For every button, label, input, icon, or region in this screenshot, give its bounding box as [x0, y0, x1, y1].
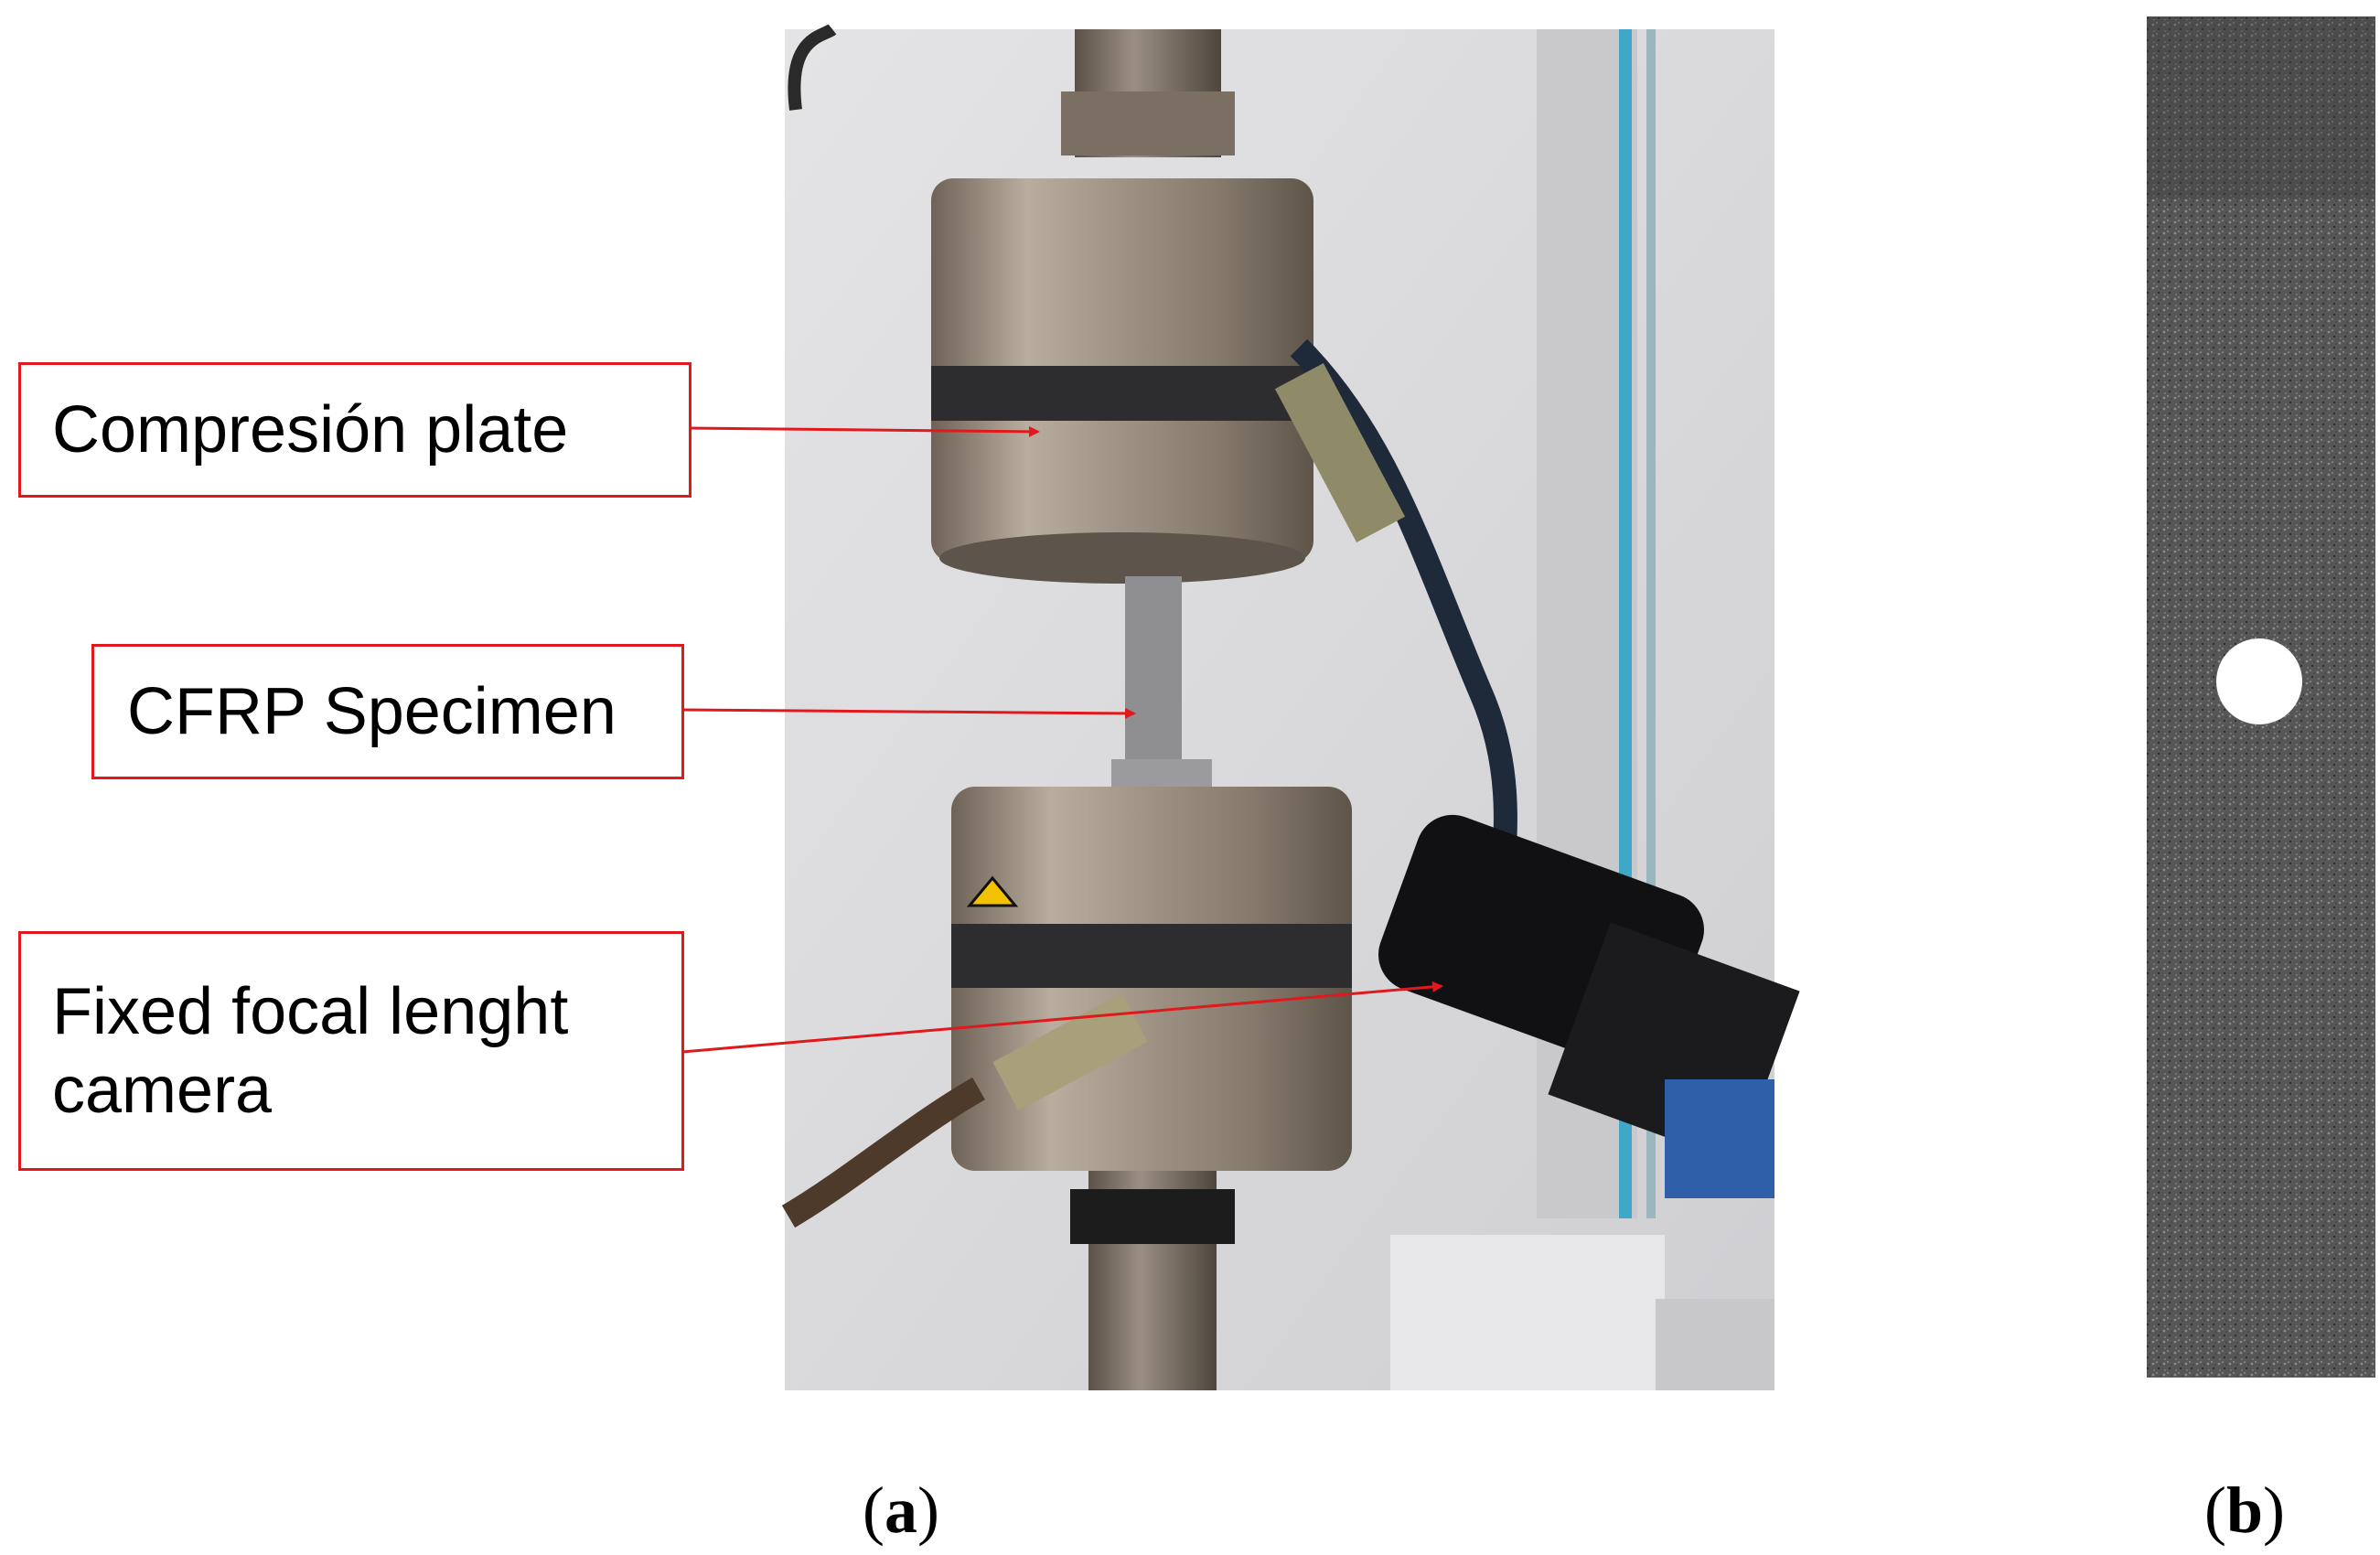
- caption-a-letter: a: [884, 1474, 917, 1547]
- camera-label: Fixed focal lenght camera: [18, 931, 684, 1171]
- caption-b-letter: b: [2225, 1474, 2264, 1547]
- camera-text-line2: camera: [52, 1054, 273, 1127]
- specimen-text: CFRP Specimen: [127, 674, 616, 748]
- arrow-camera: [681, 981, 1443, 1054]
- speckle-specimen-photo: [2147, 16, 2375, 1378]
- specimen-label: CFRP Specimen: [91, 644, 684, 779]
- caption-b: (b): [2204, 1474, 2286, 1547]
- testing-machine-photo: [781, 24, 1800, 1390]
- camera-text-line1: Fixed focal lenght: [52, 974, 569, 1048]
- compression-plate-label: Compresión plate: [18, 362, 691, 498]
- arrow-compression-plate: [689, 425, 1040, 437]
- arrow-specimen: [681, 707, 1136, 719]
- compression-plate-text: Compresión plate: [52, 392, 569, 466]
- camera: [1378, 814, 1800, 1198]
- caption-a: (a): [863, 1474, 939, 1547]
